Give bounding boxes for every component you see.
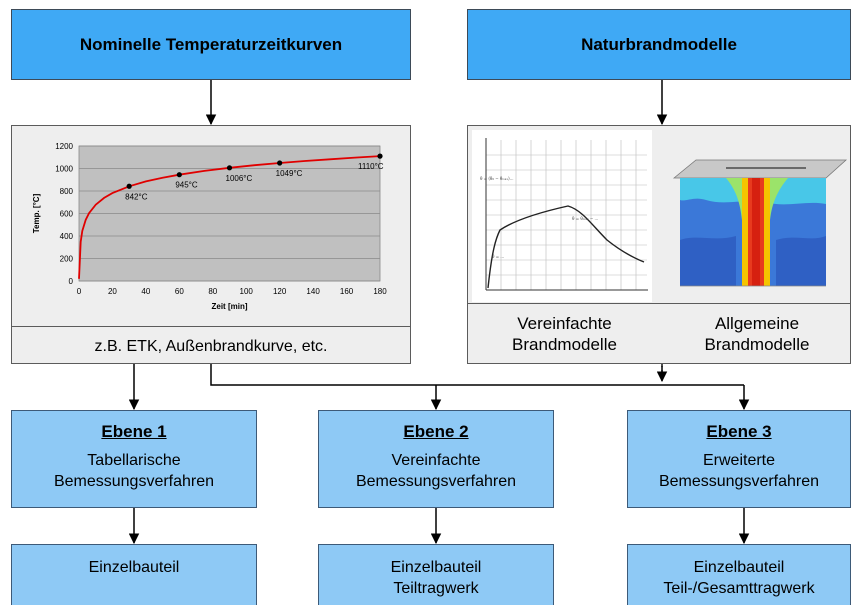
level-3-line1: Erweiterte bbox=[702, 452, 776, 469]
data-point-marker bbox=[226, 165, 233, 171]
level-3-scope-line2: Teil-/Gesamttragwerk bbox=[663, 580, 815, 597]
simplified-fire-model-graph: θ = (θ₀ − θₘₐₓ)... θ = θₘₐₓ − ... θ = ..… bbox=[472, 130, 652, 302]
data-point-label: 1049°C bbox=[276, 169, 303, 178]
y-tick-label: 200 bbox=[60, 255, 74, 264]
temperature-curve bbox=[78, 155, 381, 279]
svg-text:θ = θₘₐₓ − ...: θ = θₘₐₓ − ... bbox=[572, 216, 598, 221]
data-point-marker bbox=[377, 153, 383, 159]
simplified-models-line1: Vereinfachte bbox=[517, 314, 612, 333]
y-tick-label: 400 bbox=[60, 232, 74, 241]
level-1-scope-line1: Einzelbauteil bbox=[88, 559, 180, 576]
models-panel-divider bbox=[468, 303, 850, 304]
level-1-line1: Tabellarische bbox=[87, 452, 181, 469]
level-2-line1: Vereinfachte bbox=[391, 452, 481, 469]
simplified-models-caption: Vereinfachte Brandmodelle bbox=[468, 313, 661, 355]
x-tick-label: 20 bbox=[108, 287, 117, 296]
level-1-scope-box: Einzelbauteil bbox=[11, 544, 257, 605]
level-3-title: Ebene 3 bbox=[706, 422, 772, 441]
general-fire-model-simulation bbox=[672, 159, 848, 287]
data-point-label: 1110°C bbox=[358, 162, 384, 171]
x-tick-label: 160 bbox=[340, 287, 354, 296]
x-tick-label: 100 bbox=[240, 287, 254, 296]
data-point-label: 945°C bbox=[175, 181, 198, 190]
x-axis-label: Zeit [min] bbox=[212, 302, 248, 311]
level-2-box: Ebene 2 Vereinfachte Bemessungsverfahren bbox=[318, 410, 554, 508]
y-axis-label: Temp. [°C] bbox=[32, 193, 41, 233]
chart-panel-divider bbox=[12, 326, 410, 327]
temperature-chart-panel: 0 200 400 600 800 1000 1200 0 20 40 60 80 100 120 140 1… bbox=[11, 125, 411, 364]
level-2-scope-box: Einzelbauteil Teiltragwerk bbox=[318, 544, 554, 605]
x-tick-label: 120 bbox=[273, 287, 287, 296]
x-tick-label: 140 bbox=[306, 287, 320, 296]
level-3-line2: Bemessungsverfahren bbox=[658, 473, 820, 490]
level-2-text: Vereinfachte Bemessungsverfahren bbox=[319, 450, 553, 492]
x-tick-label: 80 bbox=[208, 287, 217, 296]
connector-horizontal bbox=[210, 364, 744, 386]
level-2-scope-line1: Einzelbauteil bbox=[390, 559, 482, 576]
y-tick-label: 0 bbox=[69, 277, 74, 286]
level-1-box: Ebene 1 Tabellarische Bemessungsverfahre… bbox=[11, 410, 257, 508]
general-models-line2: Brandmodelle bbox=[704, 335, 810, 354]
level-2-scope-line2: Teiltragwerk bbox=[393, 580, 479, 597]
data-point-marker bbox=[277, 160, 283, 166]
level-2-line2: Bemessungsverfahren bbox=[355, 473, 517, 490]
level-3-text: Erweiterte Bemessungsverfahren bbox=[628, 450, 850, 492]
level-3-scope-box: Einzelbauteil Teil-/Gesamttragwerk bbox=[627, 544, 851, 605]
data-point-marker bbox=[126, 183, 132, 189]
y-tick-label: 1000 bbox=[55, 165, 73, 174]
x-tick-label: 60 bbox=[175, 287, 184, 296]
data-point-marker bbox=[176, 172, 182, 178]
level-3-scope-line1: Einzelbauteil bbox=[693, 559, 785, 576]
header-nominal-curves: Nominelle Temperaturzeitkurven bbox=[11, 9, 411, 80]
y-tick-label: 600 bbox=[60, 210, 74, 219]
x-tick-label: 0 bbox=[77, 287, 82, 296]
level-3-box: Ebene 3 Erweiterte Bemessungsverfahren bbox=[627, 410, 851, 508]
y-tick-label: 800 bbox=[60, 187, 74, 196]
x-tick-label: 40 bbox=[141, 287, 150, 296]
simplified-models-line2: Brandmodelle bbox=[512, 335, 617, 354]
data-point-label: 1006°C bbox=[226, 174, 253, 183]
svg-text:θ = (θ₀ − θₘₐₓ)...: θ = (θ₀ − θₘₐₓ)... bbox=[480, 176, 514, 181]
fire-models-panel: θ = (θ₀ − θₘₐₓ)... θ = θₘₐₓ − ... θ = ..… bbox=[467, 125, 851, 364]
x-tick-label: 180 bbox=[373, 287, 387, 296]
chart-panel-caption: z.B. ETK, Außenbrandkurve, etc. bbox=[94, 338, 328, 355]
data-point-label: 842°C bbox=[125, 192, 148, 201]
level-1-title: Ebene 1 bbox=[101, 422, 167, 441]
svg-text:θ = ...: θ = ... bbox=[492, 254, 504, 259]
header-nominal-curves-label: Nominelle Temperaturzeitkurven bbox=[79, 34, 343, 54]
y-tick-label: 1200 bbox=[55, 142, 73, 151]
header-natural-fire-models-label: Naturbrandmodelle bbox=[581, 34, 737, 54]
header-natural-fire-models: Naturbrandmodelle bbox=[467, 9, 851, 80]
temperature-time-chart: 0 200 400 600 800 1000 1200 0 20 40 60 80 100 120 140 1… bbox=[32, 142, 387, 311]
level-1-line2: Bemessungsverfahren bbox=[53, 473, 215, 490]
general-models-caption: Allgemeine Brandmodelle bbox=[664, 313, 850, 355]
level-2-title: Ebene 2 bbox=[403, 422, 469, 441]
general-models-line1: Allgemeine bbox=[714, 314, 800, 333]
level-1-text: Tabellarische Bemessungsverfahren bbox=[12, 450, 256, 492]
